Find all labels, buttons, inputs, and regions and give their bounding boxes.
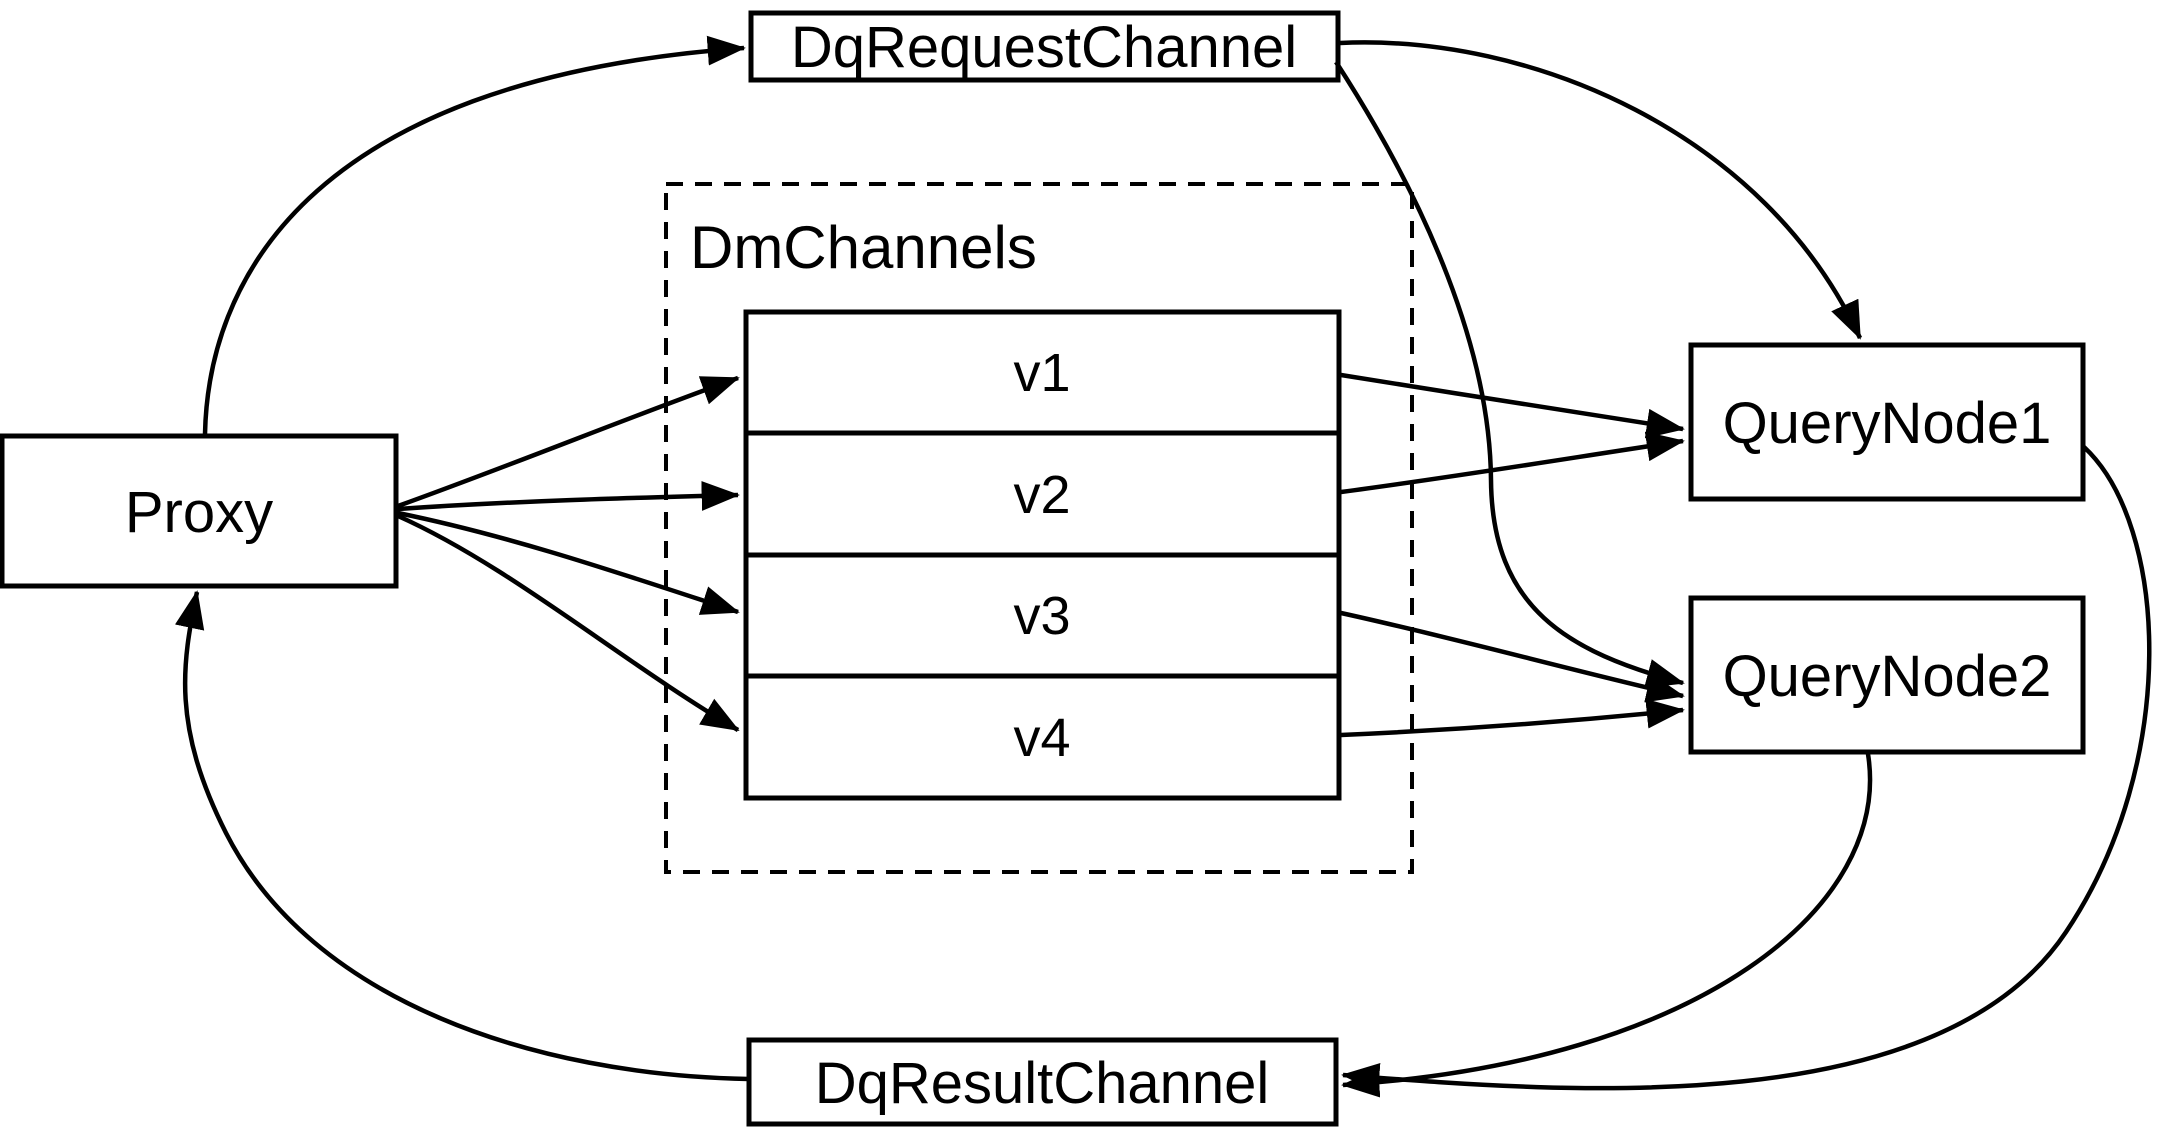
channel-row-v4-label: v4	[1013, 708, 1070, 768]
query-node1-label: QueryNode1	[1723, 391, 2052, 456]
dq-request-channel-label: DqRequestChannel	[791, 15, 1297, 80]
edge-dq-request-channel-to-query-node1	[1339, 40, 1863, 340]
query-node2-label: QueryNode2	[1723, 644, 2052, 709]
proxy-node-box	[0, 433, 399, 589]
edge-proxy-to-v4	[397, 513, 740, 732]
edge-proxy-to-v3	[397, 510, 740, 615]
edge-proxy-to-dq-request-channel	[202, 35, 746, 435]
edge-dq-request-channel-to-query-node2	[1334, 60, 1685, 689]
edge-proxy-to-v1	[397, 375, 740, 509]
query-node2-node-box	[1688, 595, 2086, 755]
edge-v1-to-query-node1	[1340, 372, 1685, 439]
dq-result-channel-label: DqResultChannel	[815, 1051, 1270, 1116]
channel-row-v2-label: v2	[1013, 465, 1070, 525]
edge-v4-to-query-node2	[1340, 698, 1685, 738]
channel-row-v3-label: v3	[1013, 586, 1070, 646]
edge-v2-to-query-node1	[1340, 431, 1685, 495]
dq-result-channel-node-box	[746, 1037, 1339, 1127]
proxy-label: Proxy	[125, 480, 273, 545]
edge-query-node1-to-dq-result-channel	[1341, 445, 2152, 1093]
edge-v3-to-query-node2	[1340, 610, 1685, 703]
query-node1-node-box	[1688, 342, 2086, 502]
dq-request-channel-node-box	[748, 10, 1341, 83]
dm-channels-group-label: DmChannels	[690, 214, 1037, 281]
edge-proxy-to-v2	[397, 481, 740, 512]
channel-row-v1-label: v1	[1013, 343, 1070, 403]
edge-dq-result-channel-to-proxy	[174, 590, 750, 1082]
dm-channels-group-box	[664, 182, 1414, 874]
edge-query-node2-to-dq-result-channel	[1341, 753, 1873, 1098]
